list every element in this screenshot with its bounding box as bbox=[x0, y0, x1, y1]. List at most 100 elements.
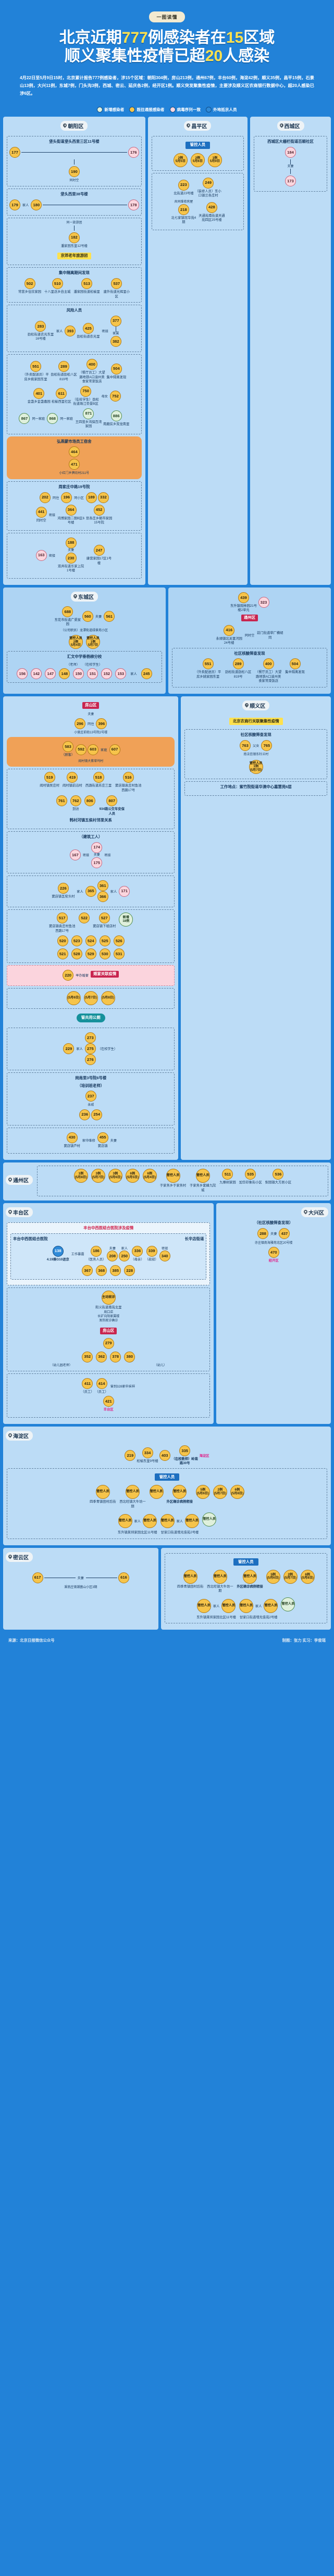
case-node[interactable]: 382 bbox=[110, 336, 121, 347]
case-node[interactable]: 365 bbox=[85, 885, 96, 897]
case-node[interactable]: 138 bbox=[52, 1245, 64, 1257]
case-node[interactable]: 245 bbox=[141, 668, 152, 680]
case-node[interactable]: 339 bbox=[146, 1245, 157, 1257]
case-node-count[interactable]: 1例(5月8日) bbox=[73, 1169, 88, 1183]
case-node[interactable]: 377 bbox=[110, 315, 121, 327]
case-node[interactable]: 471 bbox=[68, 459, 80, 470]
case-node-count[interactable]: 管控人员 bbox=[264, 1598, 278, 1613]
case-node[interactable]: 504 bbox=[110, 363, 122, 374]
case-node[interactable]: 403 bbox=[159, 1450, 170, 1461]
case-node[interactable]: 439 bbox=[238, 592, 249, 603]
case-node[interactable]: 510 bbox=[52, 278, 63, 290]
case-node[interactable]: 273 bbox=[84, 1032, 96, 1043]
case-node-count[interactable]: 3例(5月6日) bbox=[108, 1169, 122, 1183]
case-node[interactable]: 288 bbox=[257, 1228, 269, 1239]
case-node[interactable]: 752 bbox=[110, 391, 121, 402]
case-node[interactable]: 276 bbox=[84, 1054, 96, 1065]
case-node[interactable]: 153 bbox=[115, 668, 127, 680]
case-node[interactable]: 437 bbox=[279, 1228, 290, 1239]
case-node[interactable]: 182 bbox=[68, 232, 80, 243]
case-node[interactable]: 688 bbox=[62, 606, 73, 617]
case-node[interactable]: 607 bbox=[109, 744, 120, 755]
case-node[interactable]: 147 bbox=[45, 668, 56, 680]
case-node[interactable]: 367 bbox=[82, 1265, 93, 1277]
case-node[interactable]: 289 bbox=[232, 658, 244, 670]
case-node[interactable]: 455 bbox=[97, 1132, 108, 1143]
case-node[interactable]: 275 bbox=[84, 1043, 96, 1054]
case-node-date[interactable]: (5月8日) bbox=[101, 991, 115, 1006]
case-node[interactable]: 452 bbox=[93, 504, 105, 516]
case-node[interactable]: 441 bbox=[35, 506, 47, 518]
case-node[interactable]: 523 bbox=[71, 935, 82, 947]
case-node[interactable]: 416 bbox=[224, 624, 235, 636]
case-node[interactable]: 527 bbox=[98, 912, 110, 924]
case-node[interactable]: 761 bbox=[56, 795, 67, 807]
case-node-count[interactable]: 5例(5月6日) bbox=[266, 1569, 280, 1584]
case-node[interactable]: 189 bbox=[85, 492, 97, 503]
case-node[interactable]: 156 bbox=[17, 668, 28, 680]
case-node[interactable]: 513 bbox=[81, 278, 93, 290]
case-node[interactable]: 385 bbox=[110, 1265, 121, 1277]
case-node[interactable]: 364 bbox=[65, 504, 77, 516]
case-node[interactable]: 551 bbox=[30, 361, 41, 372]
case-node[interactable]: 163 bbox=[35, 549, 47, 561]
case-node[interactable]: 186 bbox=[90, 1245, 102, 1257]
case-node[interactable]: 616 bbox=[118, 1572, 129, 1583]
case-node-count[interactable]: 6例(5月8日) bbox=[300, 1569, 315, 1584]
case-node[interactable]: 202 bbox=[39, 492, 51, 503]
case-node[interactable]: 400 bbox=[86, 359, 97, 370]
case-node-count[interactable]: 6例(5月5日) bbox=[125, 1169, 140, 1183]
case-node-count[interactable]: 2例(5月7日) bbox=[213, 1485, 227, 1499]
case-node[interactable]: 400 bbox=[263, 658, 274, 670]
case-node-count[interactable]: 管控人员 bbox=[221, 1598, 236, 1613]
case-node-count[interactable]: 管控人员 bbox=[149, 1485, 164, 1499]
case-node[interactable]: 524 bbox=[85, 935, 96, 947]
case-node[interactable]: 521 bbox=[57, 948, 68, 960]
case-node-count[interactable]: 管控人员 bbox=[126, 1485, 140, 1499]
case-node[interactable]: 296 bbox=[75, 718, 86, 729]
case-node-count[interactable]: 6例(5月4日) bbox=[142, 1169, 157, 1183]
case-node[interactable]: 229 bbox=[63, 1043, 75, 1054]
case-node[interactable]: 366 bbox=[97, 891, 108, 903]
case-node[interactable]: 518 bbox=[93, 772, 104, 783]
case-node[interactable]: 178 bbox=[128, 199, 139, 211]
case-node-count[interactable]: 管控人员 bbox=[202, 1512, 217, 1527]
case-node[interactable]: 196 bbox=[61, 492, 72, 503]
case-node[interactable]: 208 bbox=[107, 1251, 118, 1262]
case-node[interactable]: 188 bbox=[65, 537, 77, 548]
case-node[interactable]: 378 bbox=[110, 1351, 121, 1362]
case-node[interactable]: 362 bbox=[96, 1351, 107, 1362]
case-node[interactable]: 535 bbox=[245, 1169, 256, 1180]
case-node[interactable]: 763 bbox=[240, 740, 251, 751]
case-node[interactable]: 247 bbox=[93, 545, 105, 556]
case-node[interactable]: 765 bbox=[261, 740, 273, 751]
case-node[interactable]: 560 bbox=[82, 611, 93, 622]
case-node[interactable]: 868 bbox=[47, 413, 58, 424]
case-node[interactable]: 867 bbox=[19, 413, 30, 424]
case-node[interactable]: 470 bbox=[268, 1247, 279, 1258]
case-node[interactable]: 323 bbox=[258, 597, 269, 608]
case-node[interactable]: 171 bbox=[119, 885, 130, 897]
case-node[interactable]: 167 bbox=[69, 849, 81, 861]
case-node-count[interactable]: 3例(5月7日) bbox=[91, 1169, 105, 1183]
case-node[interactable]: 611 bbox=[56, 387, 67, 399]
case-node[interactable]: 380 bbox=[124, 1351, 135, 1362]
case-node-count[interactable]: 管控人员 bbox=[118, 1514, 132, 1529]
case-node[interactable]: 249 bbox=[203, 177, 214, 189]
case-node[interactable]: 334 bbox=[142, 1447, 153, 1459]
case-node[interactable]: 237 bbox=[85, 1091, 96, 1102]
case-node[interactable]: 419 bbox=[67, 772, 78, 783]
case-node-count[interactable]: 2例(5月7日) bbox=[283, 1569, 298, 1584]
case-node-count[interactable]: 管控人员 bbox=[239, 1598, 254, 1613]
case-node[interactable]: 352 bbox=[82, 1351, 93, 1362]
case-node-count[interactable]: 6例(5月8日) bbox=[230, 1485, 244, 1499]
case-node-count[interactable]: 管控人员 bbox=[281, 1597, 295, 1611]
case-node[interactable]: 531 bbox=[113, 948, 125, 960]
case-node[interactable]: 151 bbox=[87, 668, 98, 680]
case-node[interactable]: 179 bbox=[9, 199, 20, 211]
case-node-count[interactable]: 管控人员 bbox=[243, 1569, 257, 1584]
